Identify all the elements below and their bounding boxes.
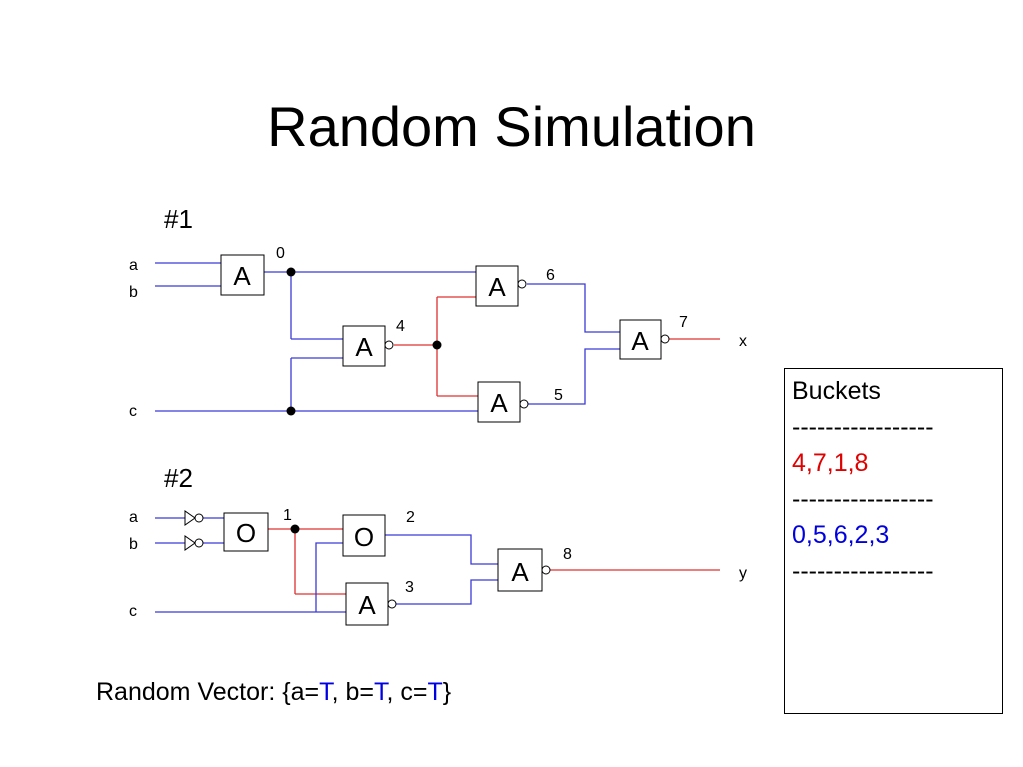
svg-text:A: A	[490, 388, 508, 418]
circuit-1-input-c-label: c	[129, 403, 137, 420]
b-value: T	[373, 678, 387, 706]
random-vector: Random Vector: {a=T, b=T, c=T}	[96, 674, 451, 710]
svg-text:O: O	[354, 522, 374, 552]
inverter-bubble	[384, 340, 394, 350]
gate-2-label: 2	[406, 509, 415, 526]
circuit-2-wires	[155, 517, 720, 613]
inverter-bubble	[387, 599, 397, 609]
svg-text:A: A	[631, 326, 649, 356]
buckets-panel: Buckets ----------------- 4,7,1,8 ------…	[784, 368, 1003, 714]
gate-5: A	[477, 381, 521, 423]
gate-8: A	[497, 548, 543, 592]
svg-text:O: O	[236, 518, 256, 548]
gate-6: A	[475, 265, 519, 307]
gate-7: A	[619, 319, 662, 360]
gate-3: A	[345, 582, 389, 626]
circuit-2-label: #2	[164, 463, 193, 493]
buckets-separator: -----------------	[792, 557, 934, 585]
svg-text:A: A	[233, 261, 251, 291]
circuit-1-input-b-label: b	[129, 284, 138, 301]
gate-0: A	[220, 254, 265, 296]
a-label: a=	[290, 678, 320, 706]
bucket-group-1: 4,7,1,8	[792, 449, 869, 477]
inverter-bubble	[541, 565, 551, 575]
buckets-separator: -----------------	[792, 413, 934, 441]
gate-3-label: 3	[405, 579, 414, 596]
circuit-2-input-c-label: c	[129, 603, 137, 620]
input-inverter-b	[184, 535, 204, 551]
circuit-2-input-b-label: b	[129, 536, 138, 553]
b-label: , b=	[331, 678, 374, 706]
gate-7-label: 7	[679, 314, 688, 331]
circuit-2-input-a-label: a	[129, 509, 138, 526]
inverter-bubble	[519, 399, 529, 409]
random-vector-suffix: }	[442, 678, 452, 706]
svg-text:A: A	[488, 272, 506, 302]
c-value: T	[427, 678, 443, 706]
circuit-1-label: #1	[164, 204, 193, 234]
circuit-2: #2 a b c y	[129, 463, 747, 626]
gate-6-label: 6	[546, 267, 555, 284]
circuit-2-output-y-label: y	[739, 565, 747, 582]
junction-dot	[432, 340, 442, 350]
circuit-1: #1 a b c x A	[129, 204, 747, 423]
svg-text:A: A	[358, 590, 376, 620]
circuit-1-output-x-label: x	[739, 333, 747, 350]
inverter-bubble	[660, 334, 670, 344]
buckets-separator: -----------------	[792, 485, 934, 513]
gate-8-label: 8	[563, 546, 572, 563]
gate-5-label: 5	[554, 387, 563, 404]
gate-4-label: 4	[396, 318, 405, 335]
junction-dot	[290, 524, 300, 534]
gate-2: O	[342, 514, 386, 557]
gate-1-label: 1	[283, 507, 292, 524]
bucket-group-2: 0,5,6,2,3	[792, 521, 890, 549]
c-label: , c=	[386, 678, 428, 706]
circuit-1-input-a-label: a	[129, 257, 138, 274]
svg-text:A: A	[511, 557, 529, 587]
junction-dot	[286, 267, 296, 277]
inverter-bubble	[517, 279, 527, 289]
buckets-heading: Buckets	[792, 377, 881, 405]
slide-title: Random Simulation	[267, 95, 756, 158]
a-value: T	[319, 678, 332, 706]
gate-0-label: 0	[276, 245, 285, 262]
input-inverter-a	[184, 510, 204, 526]
gate-1: O	[223, 512, 269, 552]
random-vector-prefix: Random Vector: {	[96, 678, 291, 706]
svg-text:A: A	[355, 332, 373, 362]
circuit-1-wires	[155, 262, 720, 412]
junction-dot	[286, 406, 296, 416]
gate-4: A	[342, 325, 386, 367]
